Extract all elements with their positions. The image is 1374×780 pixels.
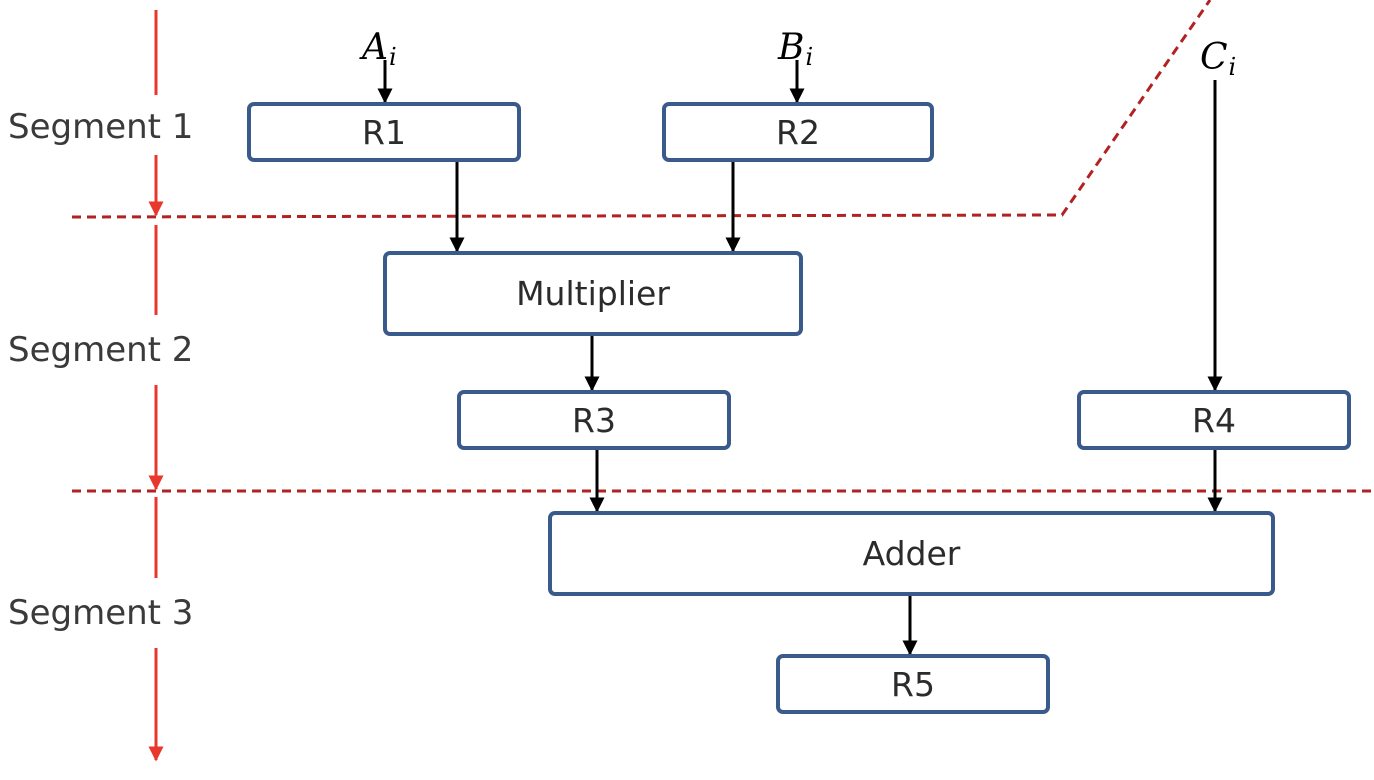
register-r1: R1 <box>247 102 521 162</box>
segment-label-1: Segment 1 <box>8 107 194 147</box>
input-b-label: Bi <box>778 27 814 71</box>
input-a-base: A <box>362 27 388 68</box>
boundary-line-1 <box>71 0 1212 219</box>
data-flow-arrows <box>377 60 1223 656</box>
input-c-base: C <box>1200 37 1228 78</box>
input-a-label: Ai <box>362 27 397 71</box>
register-r3: R3 <box>457 390 731 450</box>
segment-boundaries <box>71 0 1374 493</box>
adder-block: Adder <box>548 511 1275 596</box>
input-a-sub: i <box>389 43 397 71</box>
segment-label-3: Segment 3 <box>8 593 194 633</box>
register-r4: R4 <box>1077 390 1351 450</box>
multiplier-block: Multiplier <box>383 251 803 336</box>
register-r5: R5 <box>776 654 1050 714</box>
input-c-sub: i <box>1228 53 1237 81</box>
input-b-base: B <box>778 27 805 68</box>
segment-label-2: Segment 2 <box>8 330 194 370</box>
input-c-label: Ci <box>1200 37 1237 81</box>
register-r2: R2 <box>662 102 934 162</box>
input-b-sub: i <box>805 43 814 71</box>
